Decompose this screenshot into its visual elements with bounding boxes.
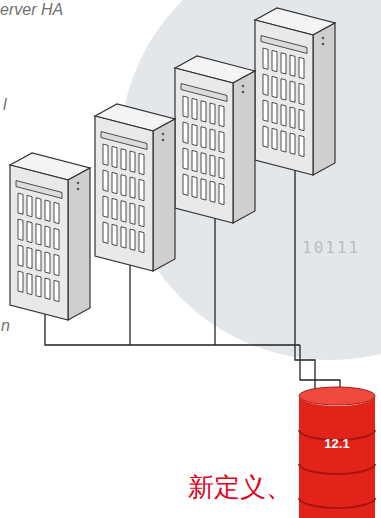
version-label: 12.1 [298,436,376,451]
server-rack [255,8,335,175]
red-caption-fragment: 新定义、 [188,470,292,505]
heading-fragment: erver HA [0,1,63,19]
database-cylinder [298,386,376,518]
text-fragment: l [3,96,7,114]
server-rack [175,56,255,223]
binary-watermark: 10111 [302,238,360,257]
server-rack [10,153,90,320]
server-rack [95,104,175,271]
database-node: 12.1 [298,386,376,518]
text-fragment: n [1,317,10,335]
